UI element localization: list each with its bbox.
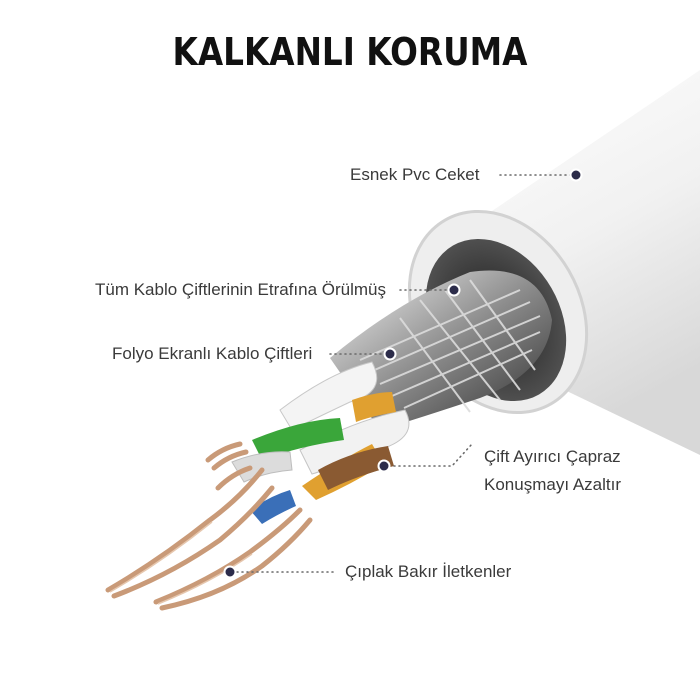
marker-jacket bbox=[569, 168, 583, 182]
green-wire bbox=[252, 418, 344, 460]
marker-foil bbox=[383, 347, 397, 361]
label-separator-line2: Konuşmayı Azaltır bbox=[484, 475, 622, 494]
label-pvc-jacket: Esnek Pvc Ceket bbox=[350, 165, 480, 184]
leader-separator bbox=[383, 443, 473, 467]
marker-separator bbox=[377, 459, 391, 473]
blue-wire bbox=[250, 490, 296, 524]
orange-wire-2 bbox=[352, 392, 396, 422]
label-braid: Tüm Kablo Çiftlerinin Etrafına Örülmüş bbox=[95, 280, 386, 299]
leader-lines bbox=[231, 174, 575, 573]
marker-braid bbox=[447, 283, 461, 297]
braid-shield bbox=[330, 270, 552, 430]
label-separator-line1: Çift Ayırıcı Çapraz bbox=[484, 447, 621, 466]
braid-strands bbox=[359, 279, 541, 413]
page-title: KALKANLI KORUMA bbox=[172, 30, 528, 74]
foil-pair-white-1 bbox=[279, 361, 378, 431]
markers bbox=[223, 168, 583, 579]
label-copper: Çıplak Bakır İletkenler bbox=[345, 562, 512, 581]
label-foil-pairs: Folyo Ekranlı Kablo Çiftleri bbox=[112, 344, 313, 363]
pvc-jacket bbox=[452, 70, 700, 455]
brown-wire bbox=[318, 446, 394, 490]
marker-copper bbox=[223, 565, 237, 579]
grey-wire bbox=[231, 451, 293, 483]
copper-conductors bbox=[105, 441, 313, 611]
